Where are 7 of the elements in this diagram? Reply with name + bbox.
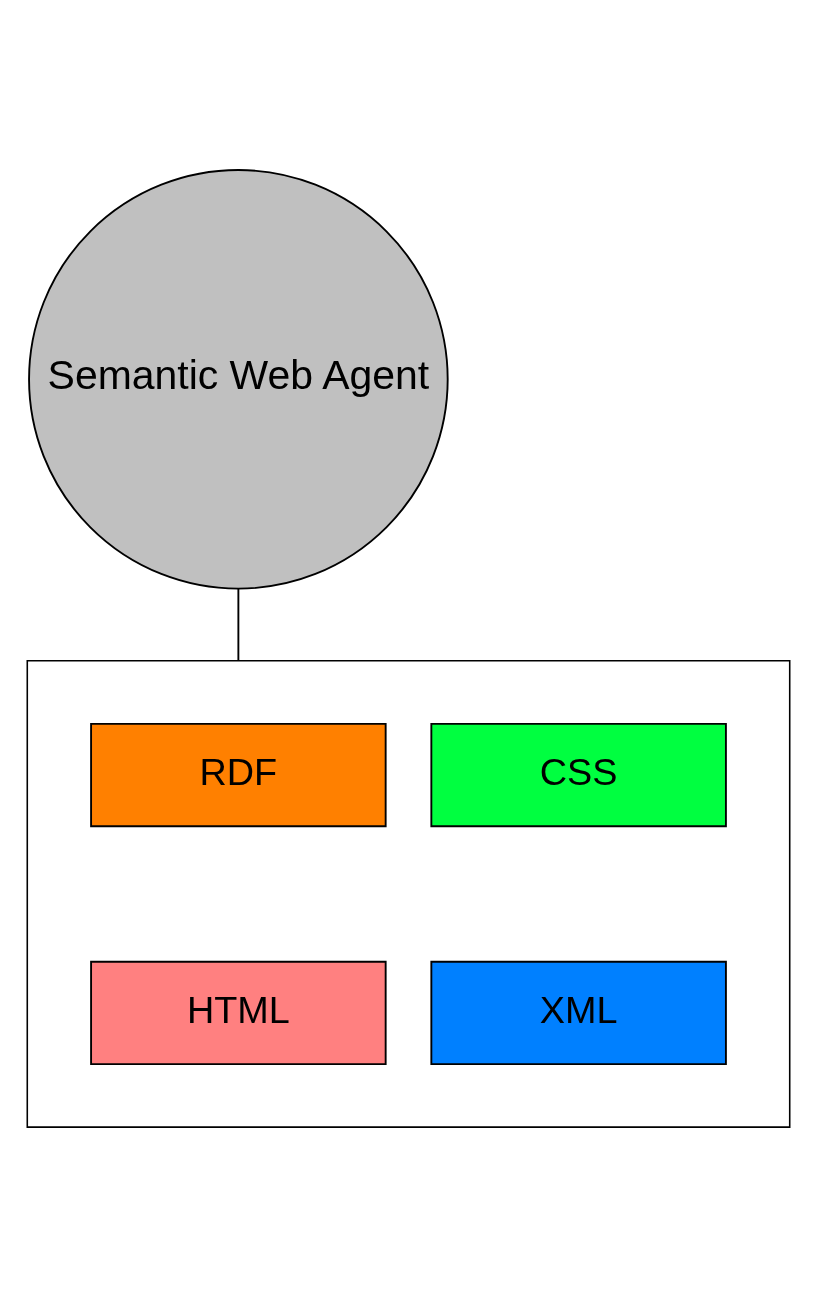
node-circle: Semantic Web Agent bbox=[28, 169, 449, 590]
node-box: CSS bbox=[430, 722, 727, 828]
node-box: XML bbox=[430, 960, 727, 1066]
connector bbox=[237, 587, 240, 662]
cluster bbox=[26, 660, 791, 1128]
node-box: RDF bbox=[90, 722, 387, 828]
node-box: HTML bbox=[90, 960, 387, 1066]
